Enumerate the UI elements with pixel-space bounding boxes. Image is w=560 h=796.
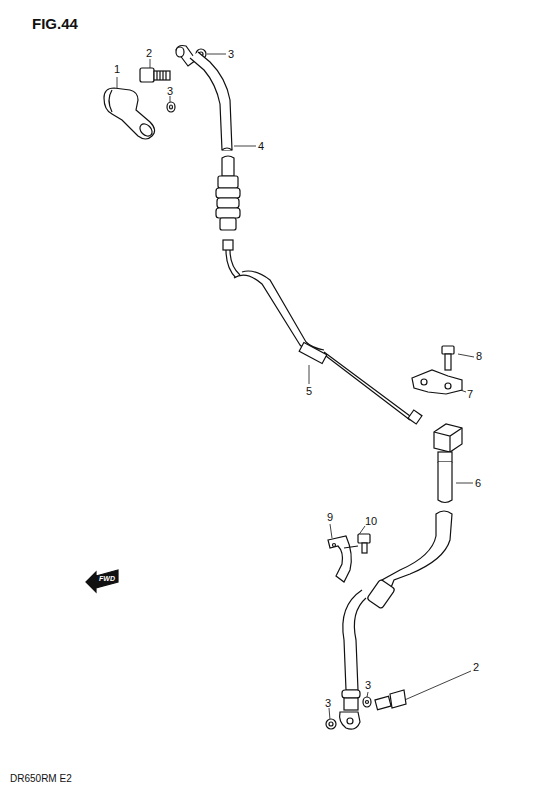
- hose: [176, 46, 240, 251]
- bracket: [412, 346, 462, 394]
- leader-lines: [117, 54, 474, 720]
- banjo-bolt: [375, 690, 406, 710]
- washer-hole: [329, 722, 333, 726]
- washer-hole: [170, 105, 173, 109]
- washer: [363, 697, 371, 707]
- washer: [326, 719, 336, 729]
- callout-number: 2: [473, 662, 479, 673]
- callout-number: 3: [325, 698, 331, 709]
- washer-hole: [366, 701, 369, 704]
- callout-number: 8: [476, 351, 482, 362]
- callout-number: 7: [467, 389, 473, 400]
- callout-number: 3: [365, 680, 371, 691]
- forward-arrow: [86, 570, 118, 592]
- hose-clamp: [328, 534, 370, 582]
- callout-number: 4: [258, 141, 264, 152]
- figure-title: FIG.44: [32, 16, 78, 31]
- rubber-boot: [104, 88, 155, 139]
- direction-label: FWD: [99, 575, 115, 582]
- model-code: DR650RM E2: [10, 774, 72, 784]
- banjo-bolt: [140, 68, 170, 82]
- callout-number: 3: [167, 86, 173, 97]
- brake-pipe: [226, 250, 422, 424]
- washer: [167, 102, 175, 112]
- callout-number: 6: [475, 478, 481, 489]
- callout-number: 5: [306, 386, 312, 397]
- callout-number: 1: [114, 64, 120, 75]
- hose: [340, 424, 462, 729]
- callout-number: 10: [365, 516, 377, 527]
- callout-number: 3: [228, 49, 234, 60]
- callout-number: 2: [146, 48, 152, 59]
- callout-number: 9: [327, 512, 333, 523]
